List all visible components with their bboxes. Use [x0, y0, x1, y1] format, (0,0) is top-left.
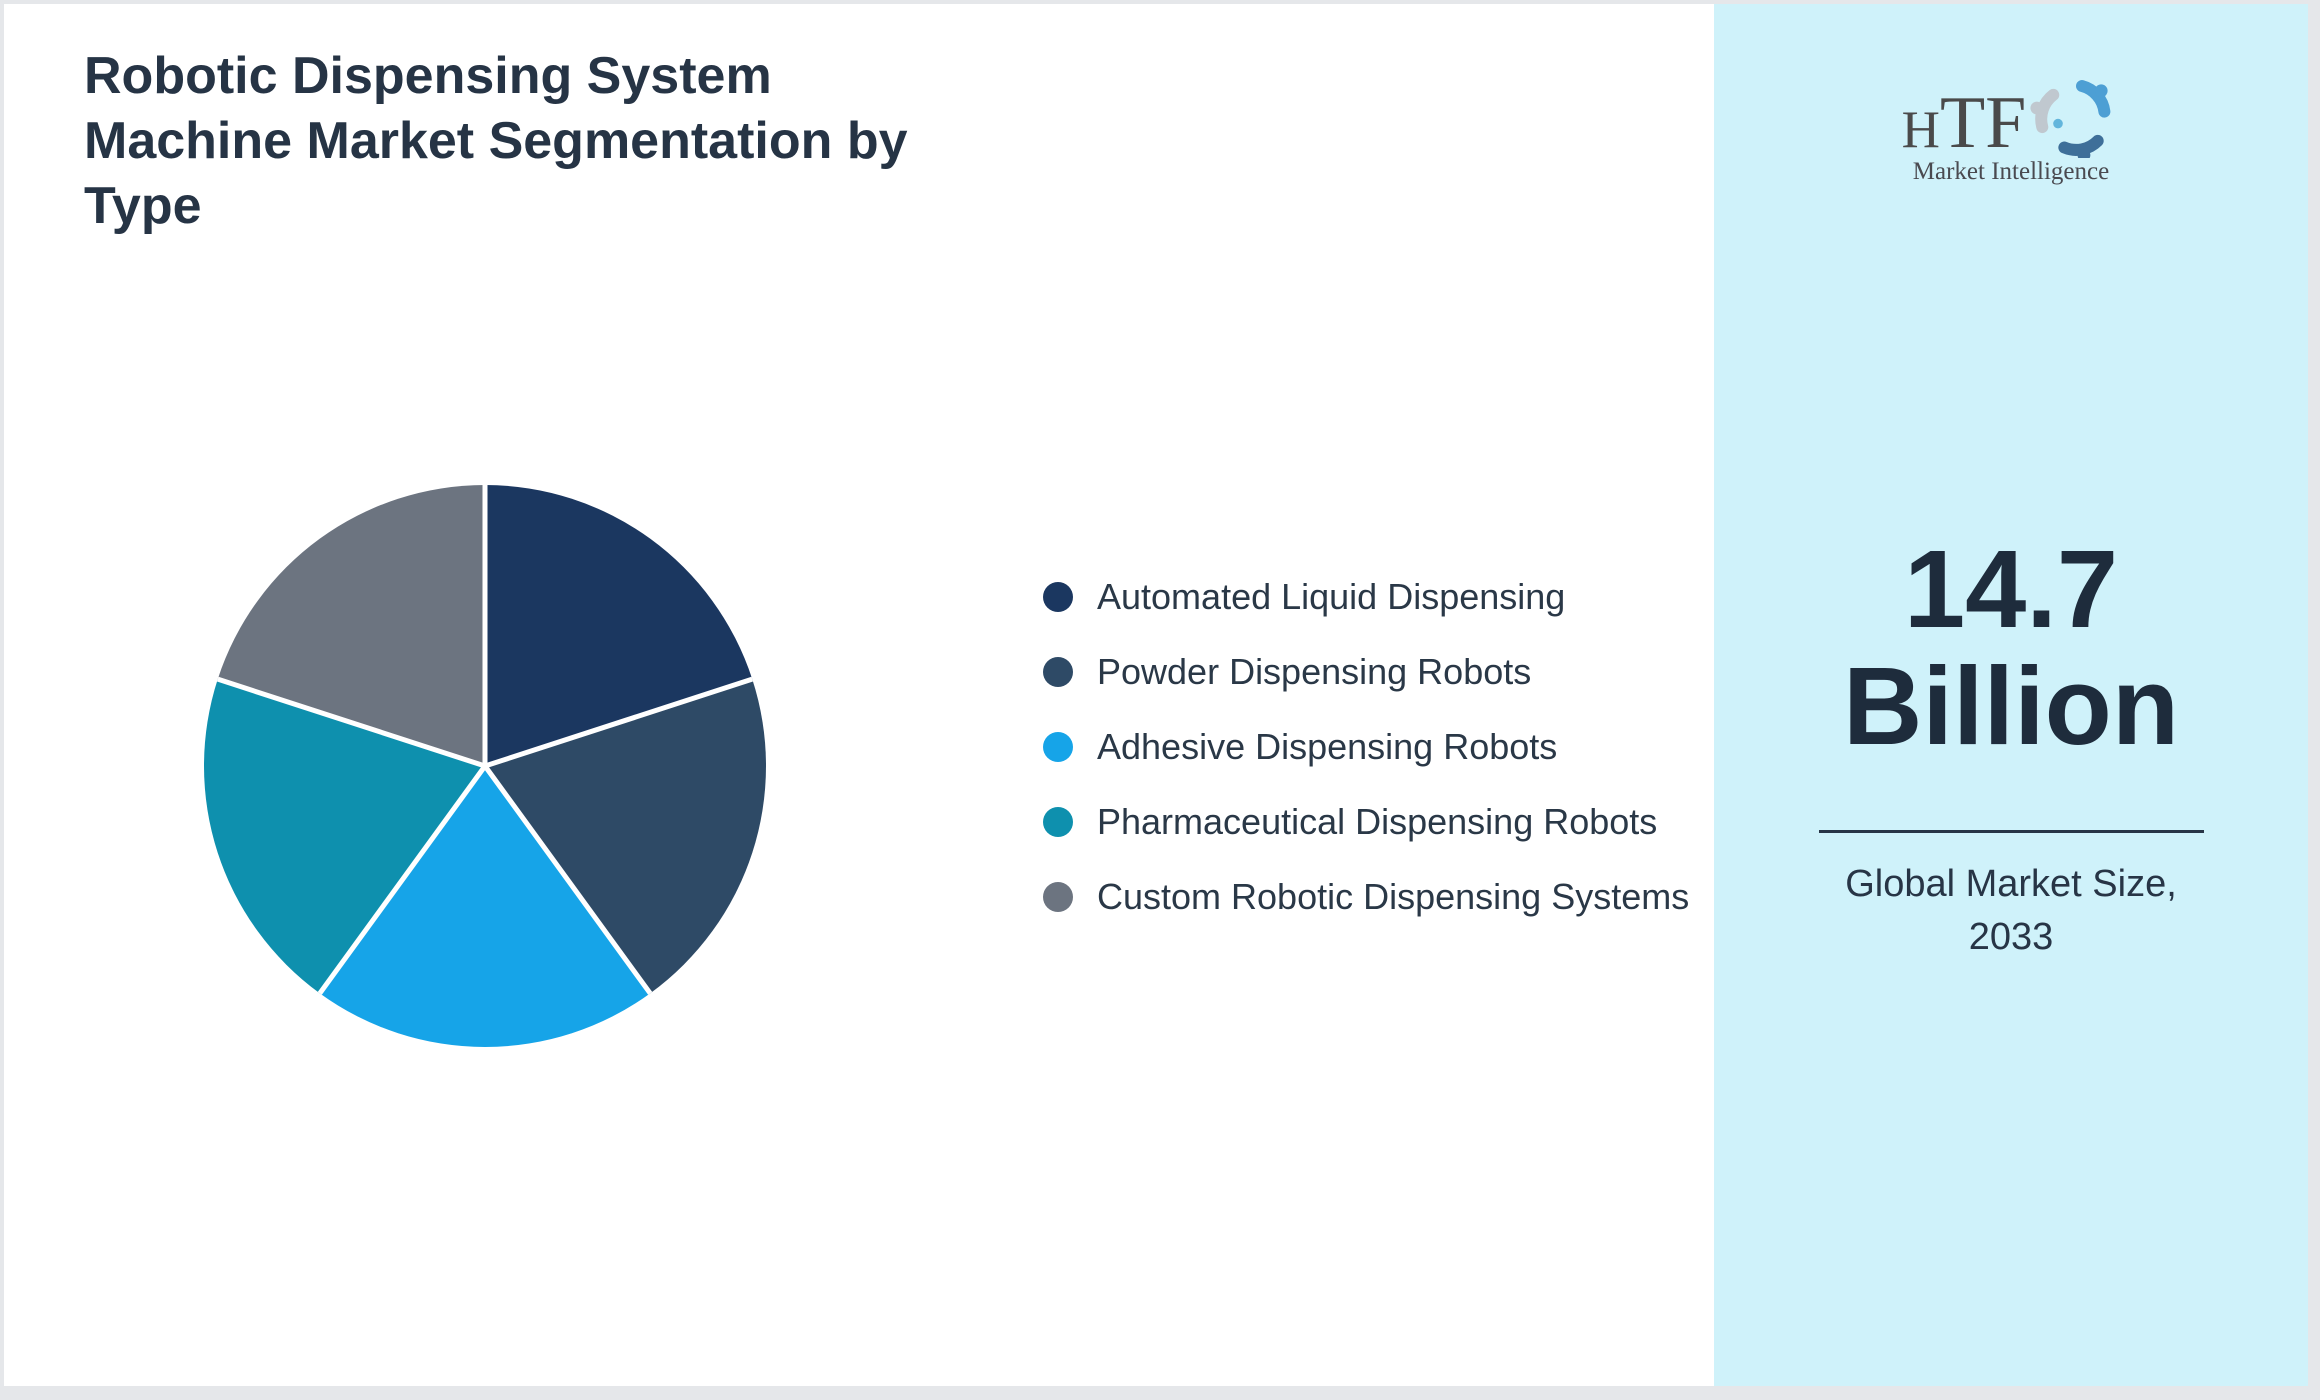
- pie-slice-separator: [482, 764, 653, 995]
- legend-label: Powder Dispensing Robots: [1097, 651, 1532, 692]
- legend-label: Adhesive Dispensing Robots: [1097, 726, 1558, 767]
- pie-slice-separator: [216, 676, 486, 769]
- htf-logo-subtitle: Market Intelligence: [1912, 158, 2110, 185]
- htf-logo: HTF: [1714, 78, 2308, 186]
- market-size-caption: Global Market Size, 2033: [1845, 863, 2177, 959]
- pie-slice: [203, 679, 485, 994]
- legend-color-dot: [1043, 582, 1073, 612]
- pie-slice: [319, 766, 651, 1047]
- legend-color-dot: [1043, 807, 1073, 837]
- pie-slice: [217, 485, 485, 766]
- market-size-value: 14.7 Billion: [1842, 528, 2180, 768]
- legend-color-dot: [1043, 732, 1073, 762]
- legend-label: Custom Robotic Dispensing Systems: [1097, 876, 1690, 917]
- market-size-block: 14.7 Billion Global Market Size, 2033: [1714, 528, 2308, 965]
- pie-slice-separator: [317, 764, 488, 995]
- legend-item: Powder Dispensing Robots: [1043, 651, 1689, 692]
- legend-color-dot: [1043, 657, 1073, 687]
- legend-color-dot: [1043, 882, 1073, 912]
- market-size-panel: HTF: [1714, 4, 2308, 1386]
- pie-slice-separator: [484, 676, 754, 769]
- legend-label: Automated Liquid Dispensing: [1097, 576, 1566, 617]
- pie-slice: [485, 485, 753, 766]
- legend-item: Adhesive Dispensing Robots: [1043, 726, 1689, 767]
- pie-chart-svg: [203, 485, 767, 1047]
- legend-item: Automated Liquid Dispensing: [1043, 576, 1689, 617]
- pie-slice: [485, 679, 767, 994]
- htf-logo-text: HTF: [1901, 81, 2027, 164]
- page-title: Robotic Dispensing System Machine Market…: [84, 47, 908, 235]
- htf-logo-row: HTF: [1901, 78, 2121, 164]
- htf-swirl-icon: [2030, 80, 2111, 158]
- pie-chart: [185, 466, 785, 1066]
- legend-label: Pharmaceutical Dispensing Robots: [1097, 801, 1658, 842]
- legend-item: Pharmaceutical Dispensing Robots: [1043, 801, 1689, 842]
- divider-line: [1818, 830, 2204, 834]
- legend-item: Custom Robotic Dispensing Systems: [1043, 876, 1689, 917]
